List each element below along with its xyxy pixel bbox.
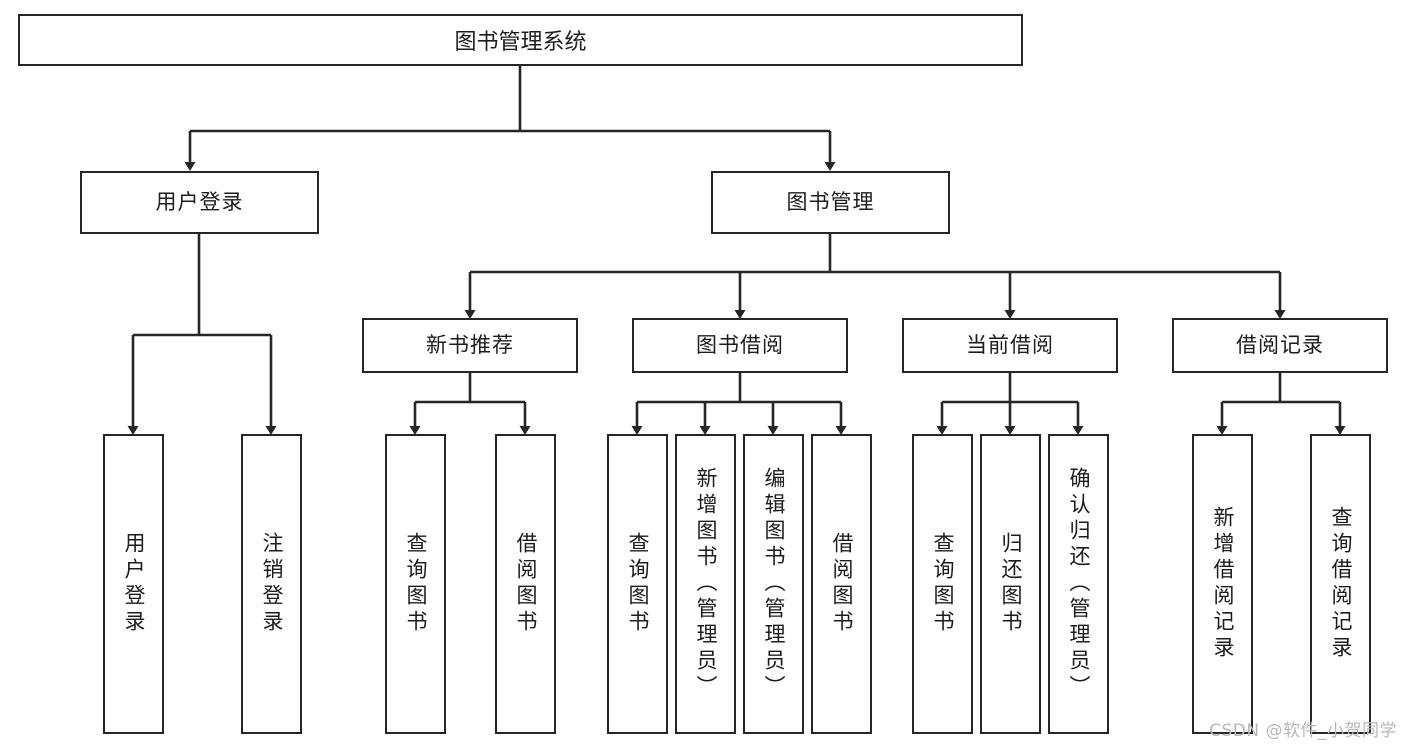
node-borrow-record-label: 借阅记录 (1236, 332, 1324, 357)
node-user-login[interactable]: 用户登录 (80, 171, 319, 234)
leaf-confirm-return-label: 确认归还（管理员） (1067, 467, 1091, 701)
leaf-borrow-book-1-label: 借阅图书 (514, 532, 538, 636)
node-new-book-recommend-label: 新书推荐 (426, 332, 514, 357)
leaf-return-book[interactable]: 归还图书 (980, 434, 1041, 734)
leaf-logout-label: 注销登录 (260, 532, 284, 636)
node-root[interactable]: 图书管理系统 (18, 14, 1023, 66)
leaf-borrow-book-2[interactable]: 借阅图书 (811, 434, 872, 734)
leaf-query-borrow-record[interactable]: 查询借阅记录 (1310, 434, 1371, 734)
leaf-query-book-2[interactable]: 查询图书 (607, 434, 668, 734)
node-borrow-record[interactable]: 借阅记录 (1172, 318, 1388, 373)
node-root-label: 图书管理系统 (454, 30, 587, 55)
leaf-borrow-book-1[interactable]: 借阅图书 (495, 434, 556, 734)
leaf-query-book-3-label: 查询图书 (931, 532, 955, 636)
leaf-query-book-2-label: 查询图书 (626, 532, 650, 636)
leaf-return-book-label: 归还图书 (999, 532, 1023, 636)
csdn-watermark: CSDN @软件_小贺同学 (1209, 721, 1397, 741)
leaf-user-login-label: 用户登录 (122, 532, 146, 636)
leaf-query-book-1-label: 查询图书 (404, 532, 428, 636)
node-book-borrow[interactable]: 图书借阅 (632, 318, 848, 373)
leaf-borrow-book-2-label: 借阅图书 (830, 532, 854, 636)
node-book-manage[interactable]: 图书管理 (711, 171, 950, 234)
node-current-borrow[interactable]: 当前借阅 (902, 318, 1118, 373)
node-book-manage-label: 图书管理 (786, 189, 875, 214)
node-book-borrow-label: 图书借阅 (696, 332, 784, 357)
leaf-confirm-return[interactable]: 确认归还（管理员） (1048, 434, 1109, 734)
node-user-login-label: 用户登录 (155, 189, 244, 214)
leaf-add-borrow-record-label: 新增借阅记录 (1211, 506, 1235, 662)
leaf-add-book[interactable]: 新增图书（管理员） (675, 434, 736, 734)
node-new-book-recommend[interactable]: 新书推荐 (362, 318, 578, 373)
leaf-query-borrow-record-label: 查询借阅记录 (1329, 506, 1353, 662)
leaf-query-book-3[interactable]: 查询图书 (912, 434, 973, 734)
leaf-edit-book-label: 编辑图书（管理员） (762, 467, 786, 701)
node-current-borrow-label: 当前借阅 (966, 332, 1054, 357)
leaf-edit-book[interactable]: 编辑图书（管理员） (743, 434, 804, 734)
leaf-query-book-1[interactable]: 查询图书 (385, 434, 446, 734)
leaf-user-login[interactable]: 用户登录 (103, 434, 164, 734)
leaf-add-borrow-record[interactable]: 新增借阅记录 (1192, 434, 1253, 734)
leaf-logout[interactable]: 注销登录 (241, 434, 302, 734)
leaf-add-book-label: 新增图书（管理员） (694, 467, 718, 701)
